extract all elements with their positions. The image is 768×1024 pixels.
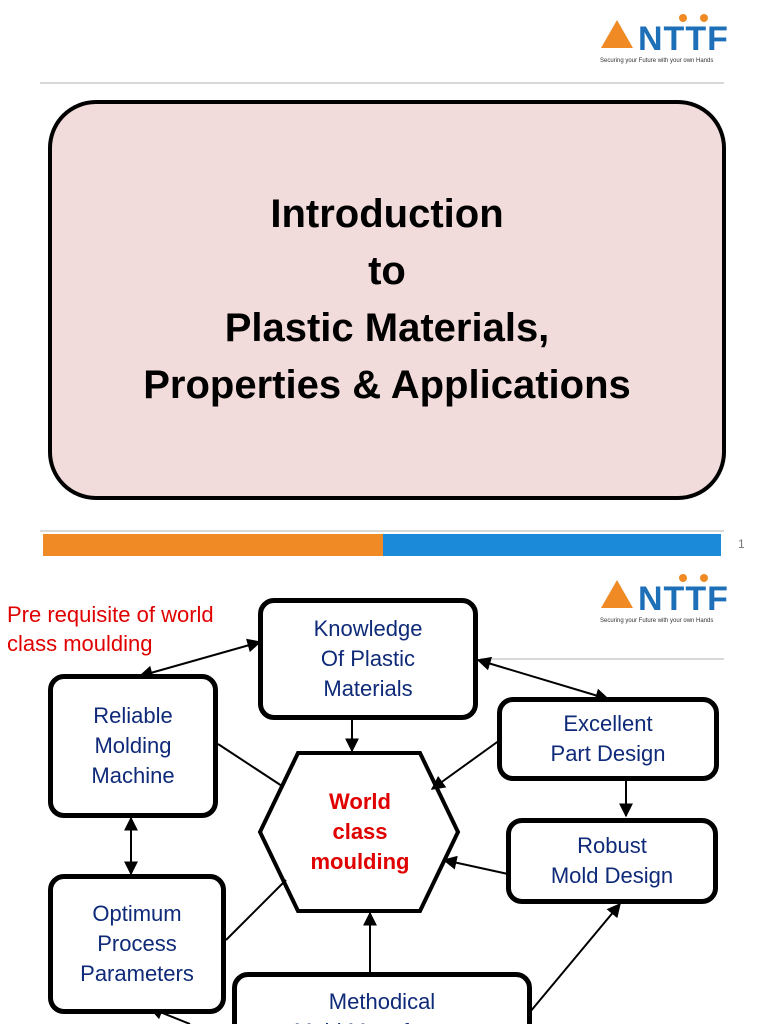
arrow-mold-to-center: [442, 855, 509, 875]
diagram-slide: NTTF Securing your Future with your own …: [0, 562, 768, 1024]
footer-bar-blue: [383, 534, 721, 556]
node-process-parameters: Optimum Process Parameters: [48, 874, 226, 1014]
logo-wordmark: NTTF: [638, 20, 729, 58]
logo-tagline: Securing your Future with your own Hands: [600, 618, 714, 624]
arrow-knowledge-to-machine: [138, 638, 262, 680]
arrow-process-to-center: [225, 879, 287, 941]
connector-layer: [124, 638, 633, 1024]
logo-triangle-icon: [601, 20, 633, 48]
logo-dots-icon: [679, 14, 708, 22]
arrow-part-to-center: [430, 739, 501, 790]
node-label: Robust Mold Design: [550, 833, 674, 888]
center-hexagon: [257, 751, 461, 913]
logo-tagline: Securing your Future with your own Hands: [600, 58, 714, 64]
node-label: Optimum Process Parameters: [80, 901, 194, 986]
arrow-knowledge-to-part: [476, 656, 610, 703]
title-slide: NTTF Securing your Future with your own …: [40, 12, 750, 557]
footer-bar-orange: [43, 534, 383, 556]
node-mold-design: Robust Mold Design: [506, 818, 718, 904]
node-mold-manufacture: Methodical Mold Manufacture: [232, 972, 532, 1024]
prerequisite-label: Pre requisite of world class moulding: [7, 602, 214, 656]
arrow-manufacture-to-mold: [529, 902, 621, 1013]
node-knowledge: Knowledge Of Plastic Materials: [258, 598, 478, 720]
node-part-design: Excellent Part Design: [497, 697, 719, 781]
page-number: 1: [738, 537, 745, 551]
center-label: World class moulding: [310, 789, 410, 874]
node-label: Excellent Part Design: [550, 711, 666, 766]
arrow-machine-to-center: [217, 743, 283, 787]
node-label: Knowledge Of Plastic Materials: [313, 616, 423, 701]
title-line: Properties & Applications: [143, 363, 631, 407]
logo-dots-icon: [679, 574, 708, 582]
logo-wordmark: NTTF: [638, 580, 729, 618]
node-label: Methodical Mold Manufacture: [294, 989, 470, 1024]
slide-title: Introduction to Plastic Materials, Prope…: [143, 186, 631, 414]
logo-triangle-icon: [601, 580, 633, 608]
node-label: Reliable Molding Machine: [91, 703, 175, 788]
title-box: Introduction to Plastic Materials, Prope…: [48, 100, 726, 500]
nttf-logo: NTTF Securing your Future with your own …: [600, 12, 750, 64]
footer-bar: [40, 530, 724, 557]
title-line: Plastic Materials,: [224, 306, 550, 350]
nttf-logo: NTTF Securing your Future with your own …: [600, 572, 750, 624]
node-molding-machine: Reliable Molding Machine: [48, 674, 218, 818]
header-divider: [40, 82, 724, 84]
title-line: Introduction: [270, 192, 504, 236]
title-line: to: [368, 249, 406, 293]
